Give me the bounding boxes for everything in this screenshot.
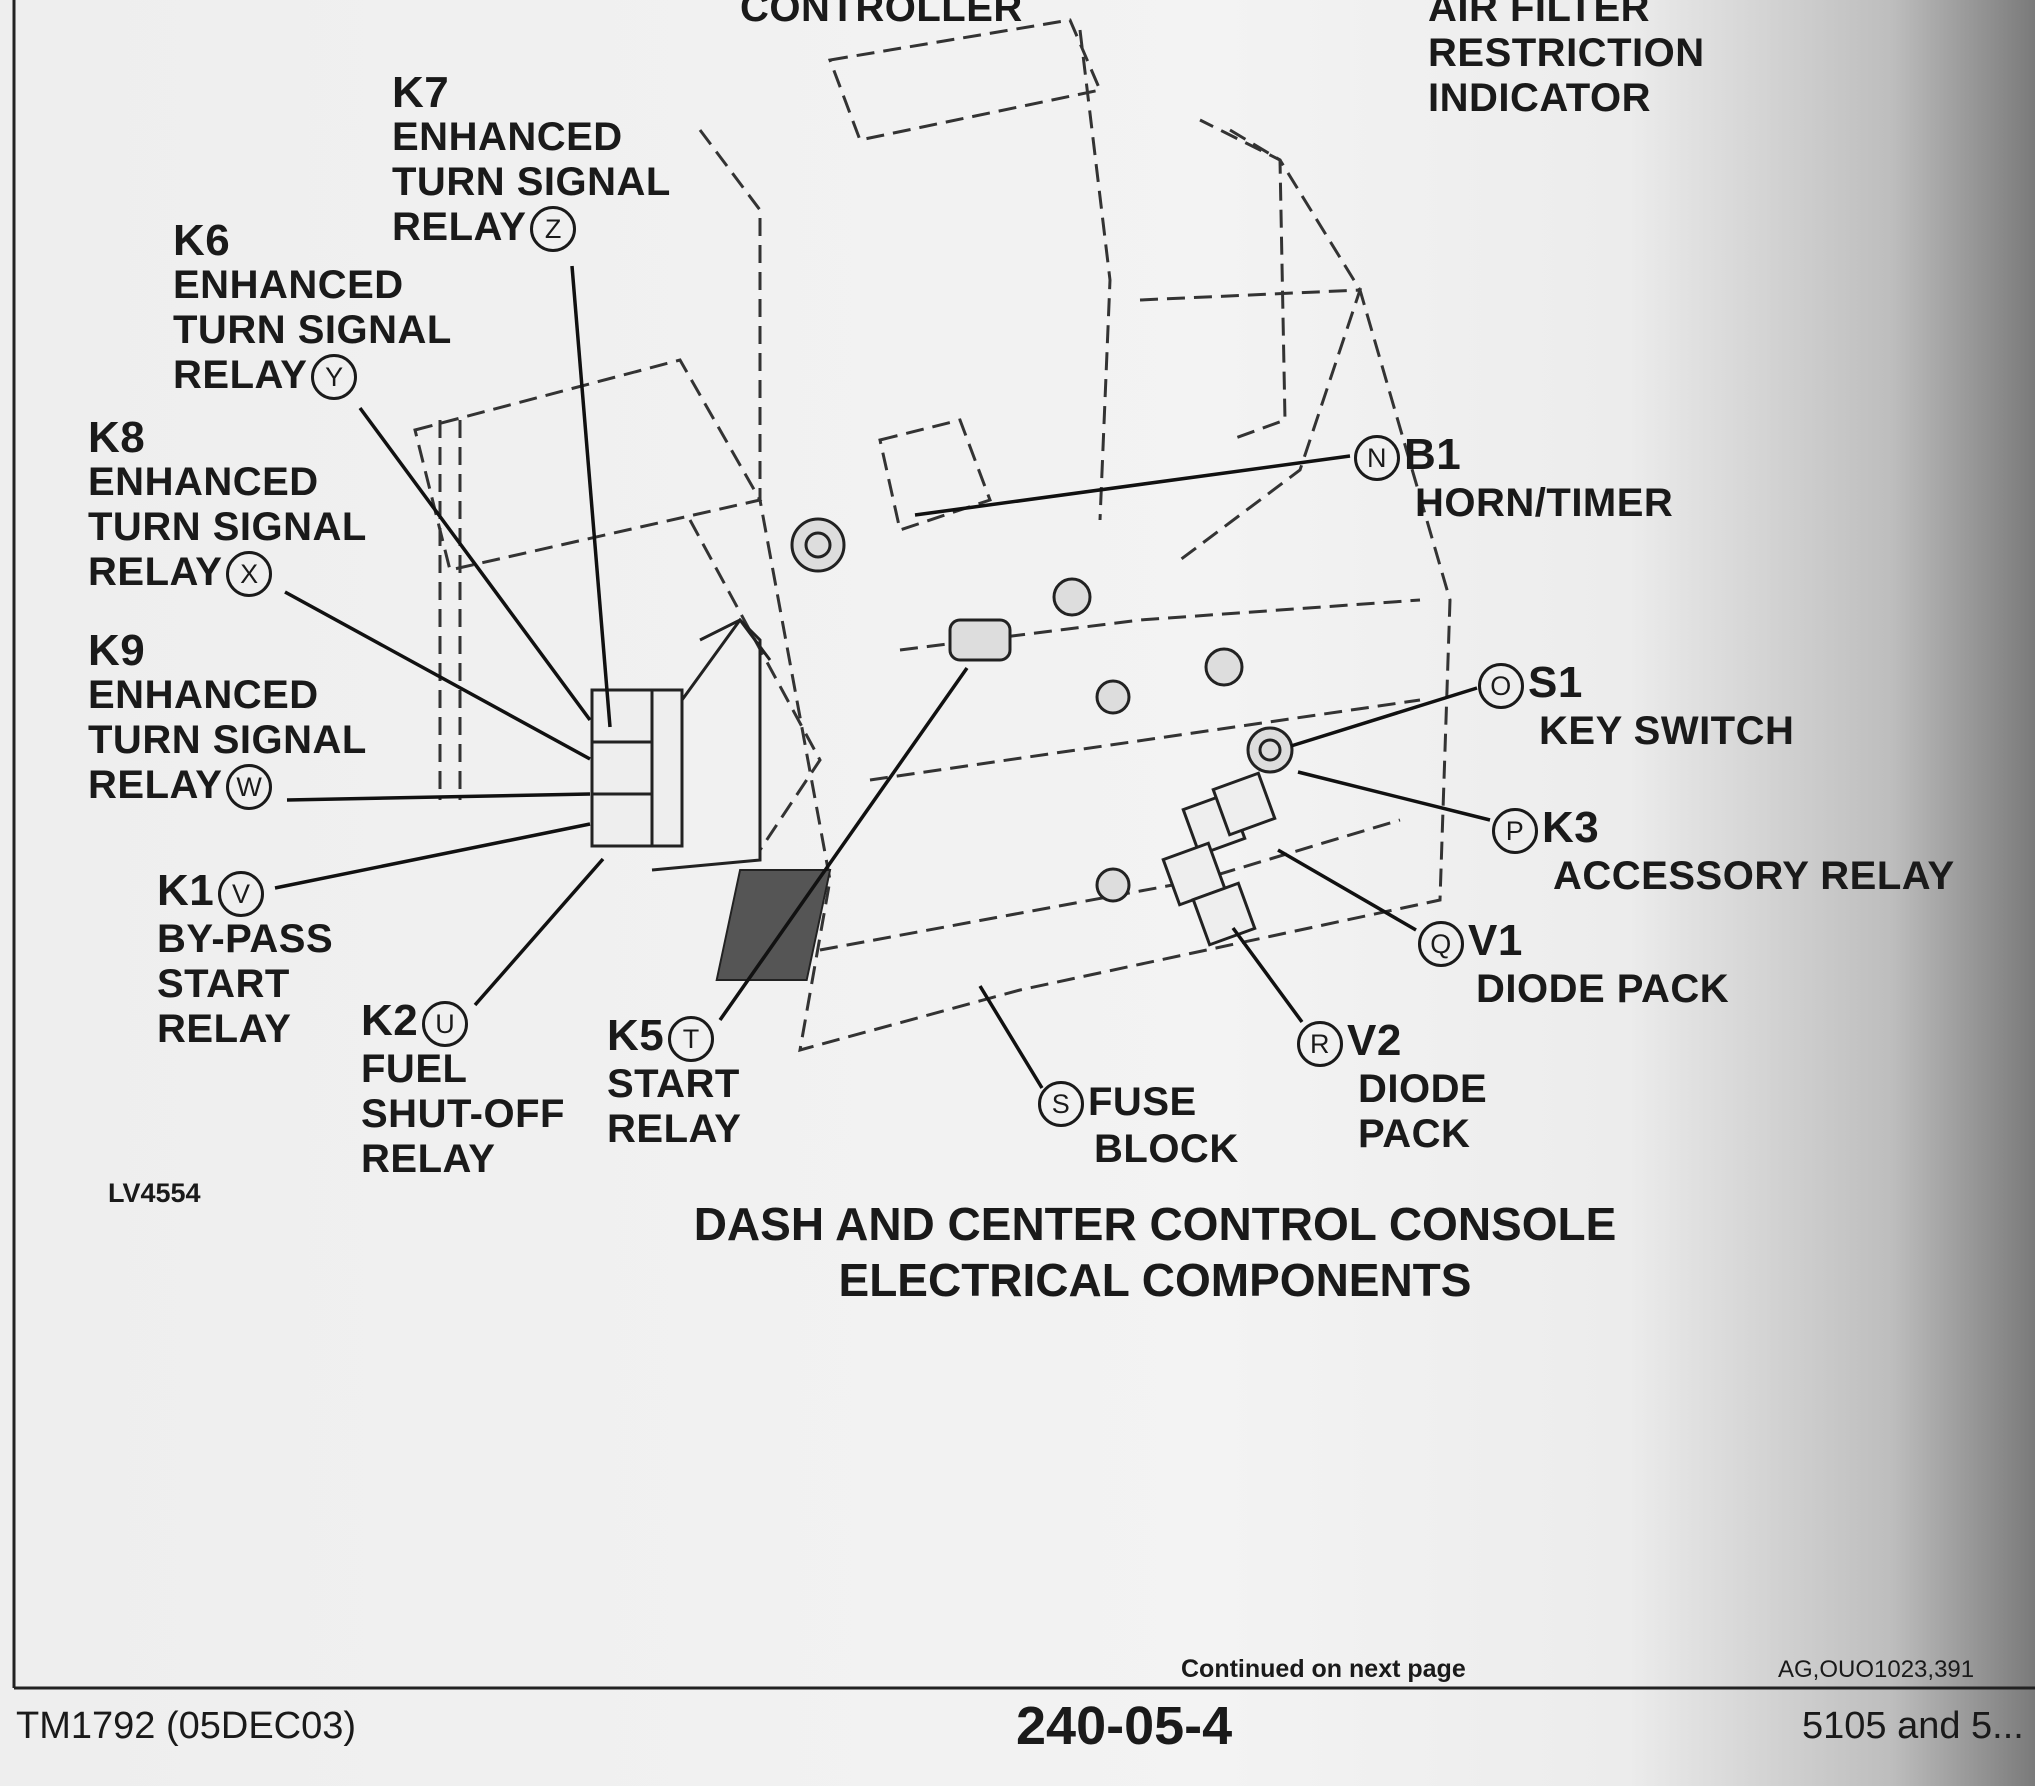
label-line: ENHANCED xyxy=(173,263,404,307)
label-line: TURN SIGNAL xyxy=(88,505,367,549)
component-code: K9 xyxy=(88,626,146,675)
relay-stack xyxy=(590,617,772,872)
figure-id: LV4554 xyxy=(108,1178,201,1208)
air-filter-label: AIR FILTER RESTRICTION INDICATOR xyxy=(1428,0,1705,121)
component-code: K5 xyxy=(607,1011,665,1060)
label-line: AIR FILTER xyxy=(1428,0,1651,30)
label-line: RELAY xyxy=(88,763,223,807)
label-line: ENHANCED xyxy=(88,460,319,504)
label-line: SHUT-OFF xyxy=(361,1092,565,1137)
component-code: S1 xyxy=(1528,658,1583,707)
component-code: K6 xyxy=(173,216,231,265)
callout-letter-circle: S xyxy=(1038,1081,1084,1128)
component-code: K8 xyxy=(88,413,146,462)
fuse-block xyxy=(715,869,832,981)
label-line: RELAY xyxy=(361,1137,496,1182)
callout-letter-circle: Q xyxy=(1418,921,1464,968)
label-line: RELAY xyxy=(392,205,527,249)
label-line: START xyxy=(607,1062,740,1107)
diode-pack xyxy=(1161,771,1277,947)
component-code: B1 xyxy=(1404,430,1462,479)
callout-letter-circle: Y xyxy=(311,354,358,401)
label-line: RELAY xyxy=(607,1107,742,1152)
label-line: HORN/TIMER xyxy=(1415,481,1674,526)
callout-letter-circle: V xyxy=(218,871,265,918)
label-line: RESTRICTION xyxy=(1428,31,1705,75)
label-line: RELAY xyxy=(157,1007,292,1052)
label-line: RELAY xyxy=(88,550,223,594)
manual-id: TM1792 (05DEC03) xyxy=(16,1705,357,1747)
label-line: TURN SIGNAL xyxy=(173,308,452,352)
label-line: FUSE xyxy=(1088,1080,1197,1124)
label-line: ACCESSORY RELAY xyxy=(1553,854,1955,899)
component-code: V1 xyxy=(1468,916,1523,965)
label-line: ENHANCED xyxy=(88,673,319,717)
label-line: RELAY xyxy=(173,353,308,397)
label-line: DIODE PACK xyxy=(1476,967,1730,1012)
title-line: DASH AND CENTER CONTROL CONSOLE xyxy=(693,1198,1617,1250)
title-line: ELECTRICAL COMPONENTS xyxy=(838,1254,1472,1306)
label-line: TURN SIGNAL xyxy=(392,160,671,204)
callout-letter-circle: U xyxy=(422,1001,469,1048)
reference-code: AG,OUO1023,391 xyxy=(1778,1656,1975,1683)
label-line: ENHANCED xyxy=(392,115,623,159)
component-code: K2 xyxy=(361,996,419,1045)
callout-letter-circle: N xyxy=(1354,435,1400,482)
continued-note: Continued on next page xyxy=(1181,1655,1466,1683)
label-line: PACK xyxy=(1358,1112,1471,1157)
callout-letter-circle: X xyxy=(226,551,273,598)
callout-letter-circle: R xyxy=(1297,1021,1343,1068)
component-code: K1 xyxy=(157,866,215,915)
label-line: DIODE xyxy=(1358,1067,1488,1112)
callout-letter-circle: T xyxy=(668,1016,715,1063)
figure-title: DASH AND CENTER CONTROL CONSOLE ELECTRIC… xyxy=(555,1196,1755,1308)
page-number: 240-05-4 xyxy=(1016,1696,1233,1756)
label-line: FUEL xyxy=(361,1047,468,1092)
model-range: 5105 and 5... xyxy=(1802,1705,2024,1747)
callout-letter-circle: P xyxy=(1492,808,1538,855)
label-line: START xyxy=(157,962,290,1007)
callout-letter-circle: Z xyxy=(530,206,577,253)
controller-label: CONTROLLER xyxy=(740,0,1023,30)
label-line: INDICATOR xyxy=(1428,76,1652,120)
label-line: KEY SWITCH xyxy=(1539,709,1795,754)
component-code: K7 xyxy=(392,68,450,117)
callout-letter-circle: W xyxy=(226,764,273,811)
label-line: TURN SIGNAL xyxy=(88,718,367,762)
callout-letter-circle: O xyxy=(1478,663,1524,710)
page-border xyxy=(12,0,2035,1690)
console-frame-outline xyxy=(413,18,1452,1053)
label-line: BY-PASS xyxy=(157,917,334,962)
label-line: BLOCK xyxy=(1094,1127,1239,1172)
component-code: K3 xyxy=(1542,803,1600,852)
fasteners xyxy=(790,517,1294,903)
component-code: V2 xyxy=(1347,1016,1402,1065)
leader-lines xyxy=(274,265,1491,1089)
